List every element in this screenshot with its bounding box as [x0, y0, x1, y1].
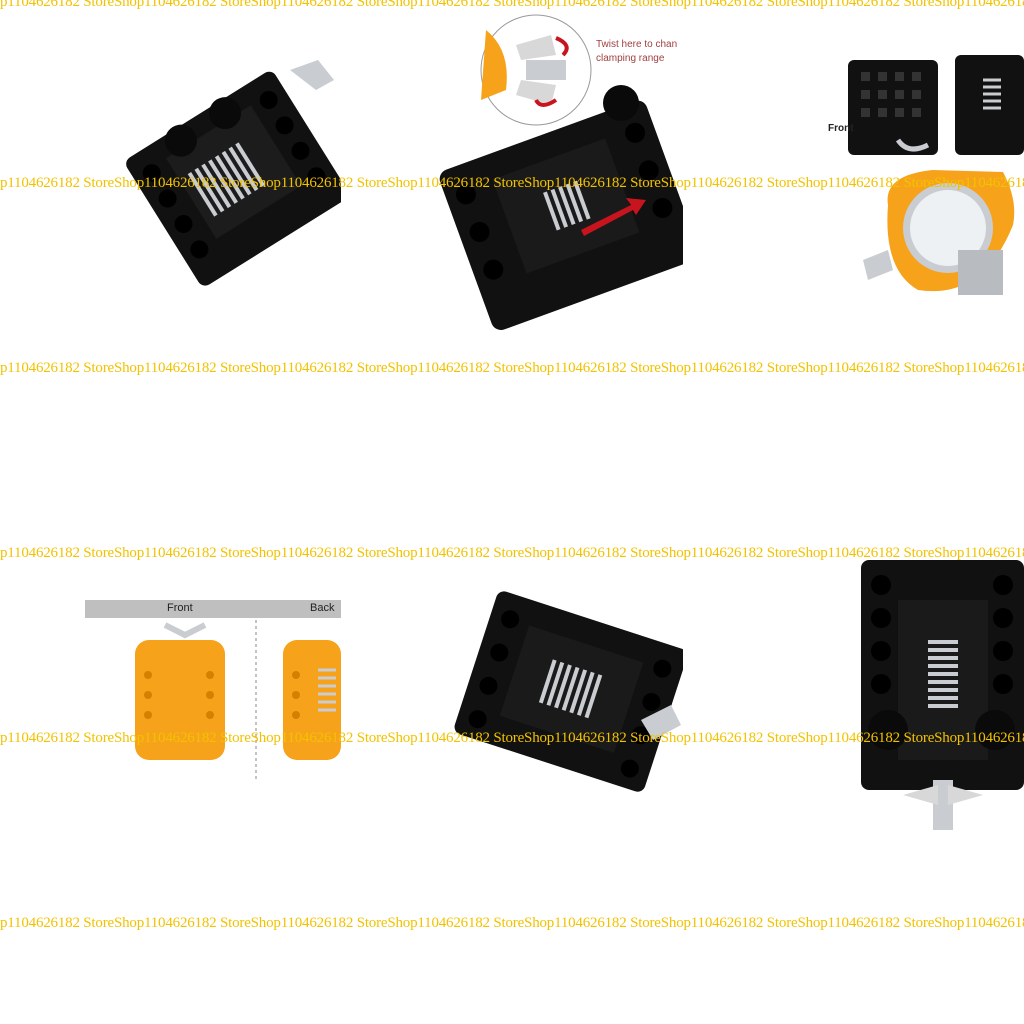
product-image-holder-side	[341, 580, 683, 830]
back-view-label: Back	[310, 602, 335, 614]
front-label: Front	[828, 123, 854, 134]
front-back-header-bar	[85, 600, 341, 618]
front-view-label: Front	[167, 602, 193, 614]
twist-instruction-note: Twist here to chan clamping range	[596, 39, 678, 64]
product-image-twist-adjust: Twist here to chan clamping range	[341, 0, 683, 341]
product-image-front-back-orange: Front Back	[0, 580, 341, 830]
watermark-row: p1104626182 StoreShop1104626182 StoreSho…	[0, 915, 1024, 931]
product-image-holder-top	[683, 550, 1024, 840]
product-image-holder-angled	[0, 0, 341, 341]
product-image-front-with-watch: Front	[683, 0, 1024, 341]
